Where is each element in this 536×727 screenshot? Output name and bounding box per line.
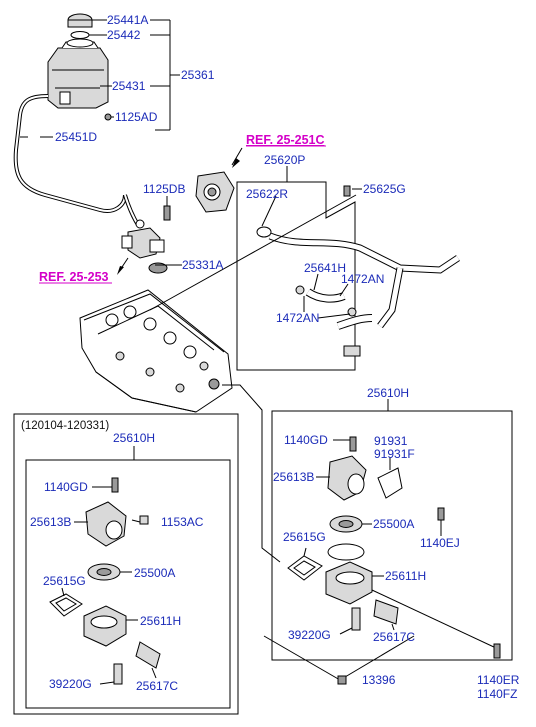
- label-25500a-left: 25500A: [134, 566, 175, 580]
- label-25610h-left: 25610H: [113, 431, 155, 445]
- label-25331a: 25331A: [182, 258, 223, 272]
- label-25442: 25442: [107, 28, 141, 42]
- label-39220g-left: 39220G: [49, 677, 92, 691]
- label-25613b-right: 25613B: [273, 470, 314, 484]
- sensor-39220g-left: [113, 663, 123, 685]
- label-25451d: 25451D: [55, 130, 97, 144]
- label-1140ej: 1140EJ: [420, 536, 460, 550]
- label-1153ac: 1153AC: [161, 515, 204, 529]
- label-1125db: 1125DB: [143, 182, 185, 196]
- bolt-1140er: [493, 643, 501, 659]
- bolt-1125ad: [104, 113, 112, 121]
- label-1472an-b: 1472AN: [276, 311, 319, 325]
- label-25617c-left: 25617C: [136, 679, 178, 693]
- label-25611h-left: 25611H: [140, 614, 181, 628]
- box-variant-outer: [13, 413, 239, 715]
- label-25615g-left: 25615G: [43, 574, 86, 588]
- label-1140gd-right: 1140GD: [284, 433, 328, 447]
- label-25641h: 25641H: [304, 261, 346, 275]
- pipe-25617c-right: [373, 599, 399, 625]
- reservoir-leaders: [20, 19, 180, 138]
- label-1140er: 1140ER: [477, 673, 520, 687]
- upper-housing: [195, 147, 243, 213]
- label-1140gd-left: 1140GD: [44, 480, 88, 494]
- label-25617c-right: 25617C: [373, 630, 415, 644]
- label-1472an-a: 1472AN: [341, 272, 384, 286]
- bolt-25625g: [343, 185, 351, 197]
- label-25613b-left: 25613B: [30, 515, 71, 529]
- label-25500a-right: 25500A: [373, 517, 414, 531]
- box-25610h-right: [271, 410, 513, 661]
- left-variant-box: [13, 413, 239, 715]
- label-91931: 91931: [374, 434, 408, 448]
- label-25431: 25431: [112, 79, 146, 93]
- box-25610h-left: [25, 459, 231, 709]
- reservoir-group: [13, 13, 140, 227]
- label-25615g-right: 25615G: [283, 530, 326, 544]
- sensor-1153ac: [139, 515, 149, 525]
- variant-date-range: (120104-120331): [21, 420, 109, 432]
- box-25620p: [236, 181, 356, 371]
- engine-block: [79, 289, 233, 413]
- cylinder-head: [79, 289, 233, 413]
- bracket-91931: [377, 467, 403, 499]
- label-25441a: 25441A: [107, 13, 148, 27]
- clamp-1472an-a: [295, 285, 305, 295]
- bolt-1140gd-left: [111, 477, 119, 493]
- ref-25-253[interactable]: REF. 25-253: [39, 270, 109, 284]
- bolt-1140gd-right: [349, 436, 357, 452]
- label-25611h-right: 25611H: [385, 569, 426, 583]
- ring-right: [327, 543, 365, 561]
- gasket-25622r: [256, 226, 272, 238]
- ref-25-251c[interactable]: REF. 25-251C: [246, 133, 325, 147]
- bolt-1140ej: [437, 507, 445, 521]
- pipe-25617c-left: [135, 641, 161, 669]
- label-25620p: 25620P: [264, 153, 305, 167]
- bolt-1125db: [163, 205, 171, 221]
- label-1140fz: 1140FZ: [477, 687, 517, 701]
- label-13396: 13396: [362, 673, 396, 687]
- label-25361: 25361: [181, 68, 215, 82]
- label-91931f: 91931F: [374, 447, 415, 461]
- right-thermostat-box: [222, 384, 513, 685]
- label-25610h-right: 25610H: [367, 386, 409, 400]
- coolant-union-group: [117, 196, 182, 275]
- clamp-1472an-b: [347, 307, 357, 317]
- cap-seal-ring: [70, 31, 90, 39]
- part-labels: 25441A 25442 25431 25361 1125AD 25451D 1…: [21, 13, 520, 701]
- label-39220g-right: 39220G: [288, 628, 331, 642]
- label-1125ad: 1125AD: [115, 110, 158, 124]
- water-pipe-box: [149, 166, 460, 371]
- reservoir-tank: [47, 47, 109, 109]
- label-25625g: 25625G: [363, 182, 406, 196]
- label-25622r: 25622R: [246, 187, 288, 201]
- overflow-hose: [13, 94, 127, 213]
- sensor-39220g-right: [351, 607, 361, 631]
- nut-13396: [337, 675, 347, 685]
